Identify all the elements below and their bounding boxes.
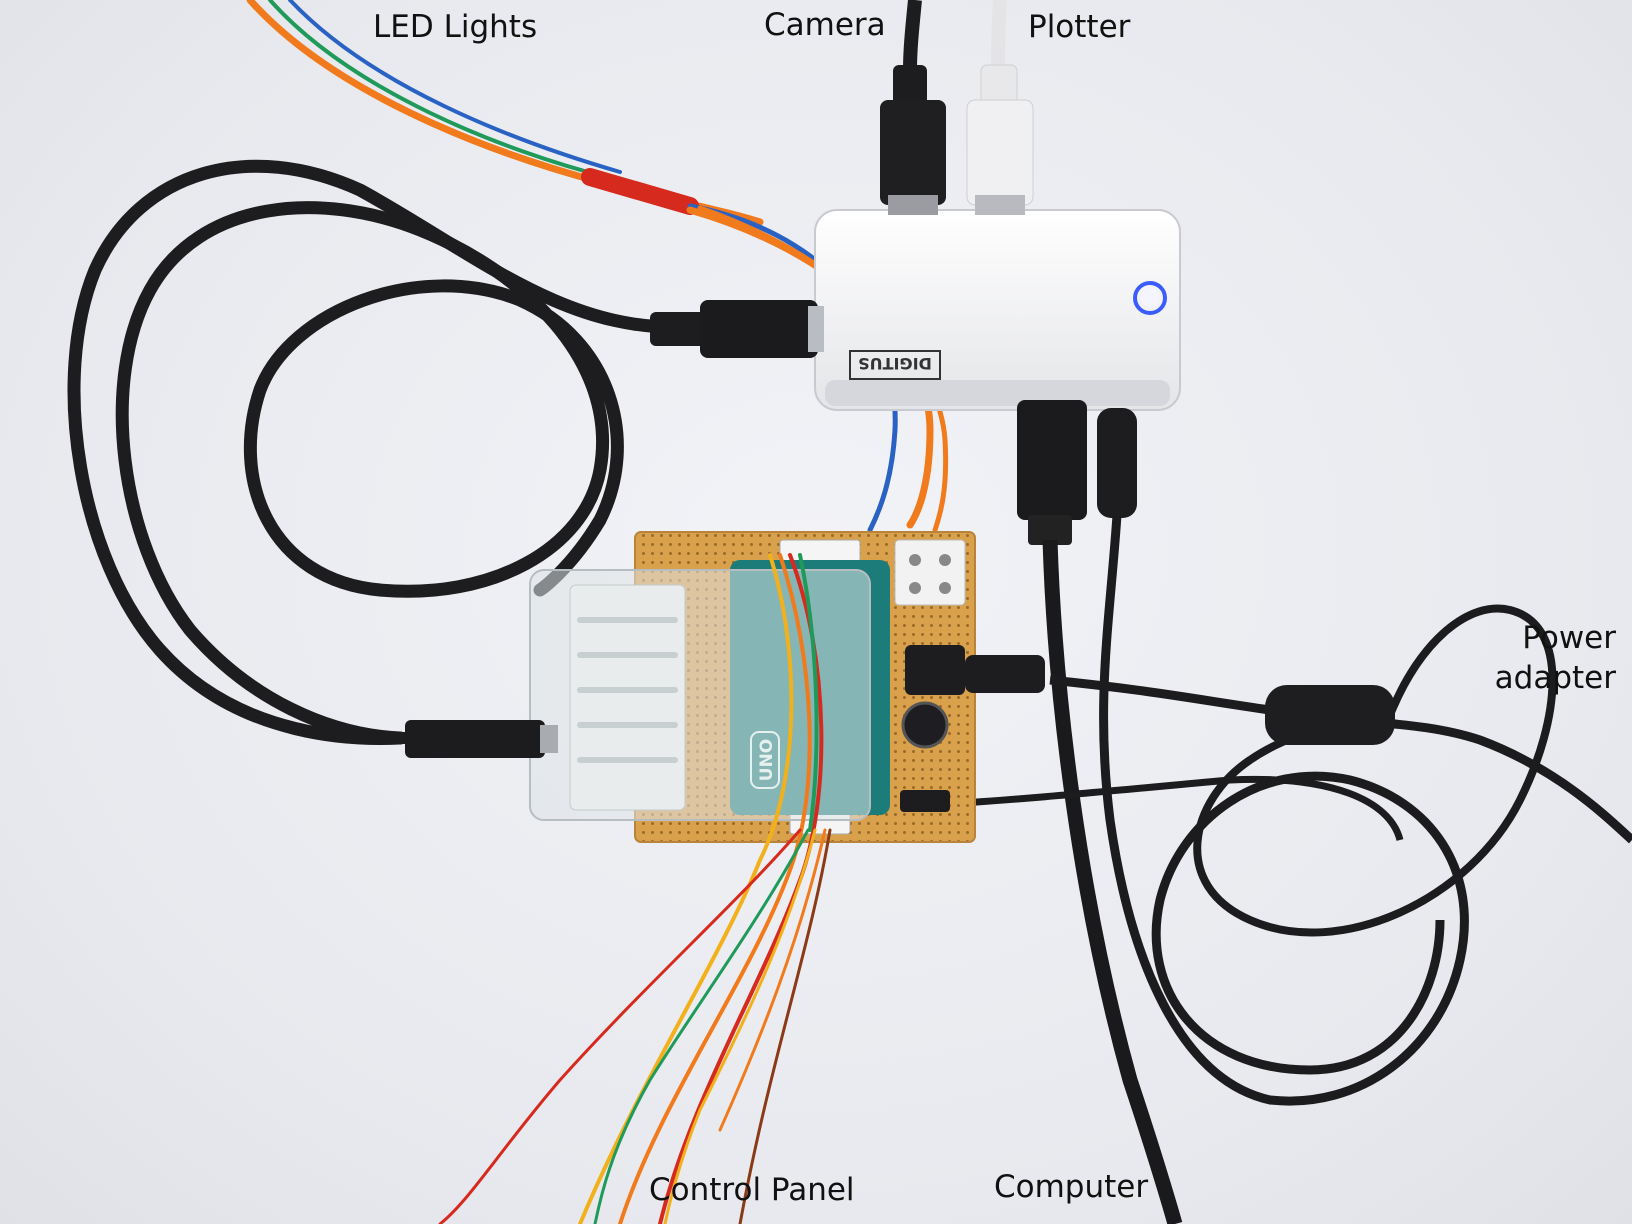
plotter-cable	[966, 0, 1034, 215]
usb-hub: DIGITUS	[814, 209, 1181, 411]
hub-power-cable	[1097, 408, 1469, 1106]
label-led-lights: LED Lights	[373, 9, 538, 45]
control-panel-wires	[438, 553, 832, 1224]
label-control-panel: Control Panel	[649, 1172, 855, 1208]
usb-cable-coil	[67, 159, 687, 745]
label-power-line1: Power	[1522, 620, 1616, 656]
label-plotter: Plotter	[1028, 9, 1131, 45]
arduino-board-text: UNO	[757, 739, 777, 781]
label-power-adapter: Power adapter	[1470, 618, 1616, 699]
power-adapter-cable	[929, 604, 1632, 937]
hub-input-plug	[650, 300, 824, 358]
hub-brand-text: DIGITUS	[858, 354, 932, 373]
computer-cable	[1017, 400, 1183, 1224]
label-computer: Computer	[994, 1169, 1149, 1205]
camera-cable	[880, 0, 946, 215]
label-camera: Camera	[764, 7, 886, 43]
label-power-line2: adapter	[1494, 660, 1616, 697]
arduino-board: UNO	[370, 560, 890, 821]
